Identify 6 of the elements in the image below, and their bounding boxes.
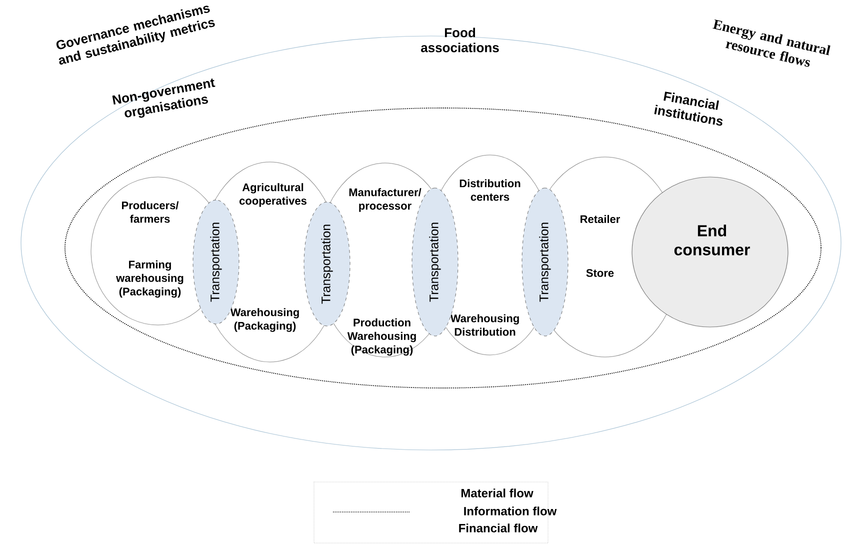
legend-label: Financial flow xyxy=(459,524,538,532)
band-label: Financial institutions xyxy=(654,92,723,126)
band-label: Food associations xyxy=(421,28,499,52)
corner-label: Energy and natural resource flows xyxy=(712,19,830,67)
legend-label: Information flow xyxy=(464,506,557,516)
legend-label: Material flow xyxy=(461,488,534,498)
